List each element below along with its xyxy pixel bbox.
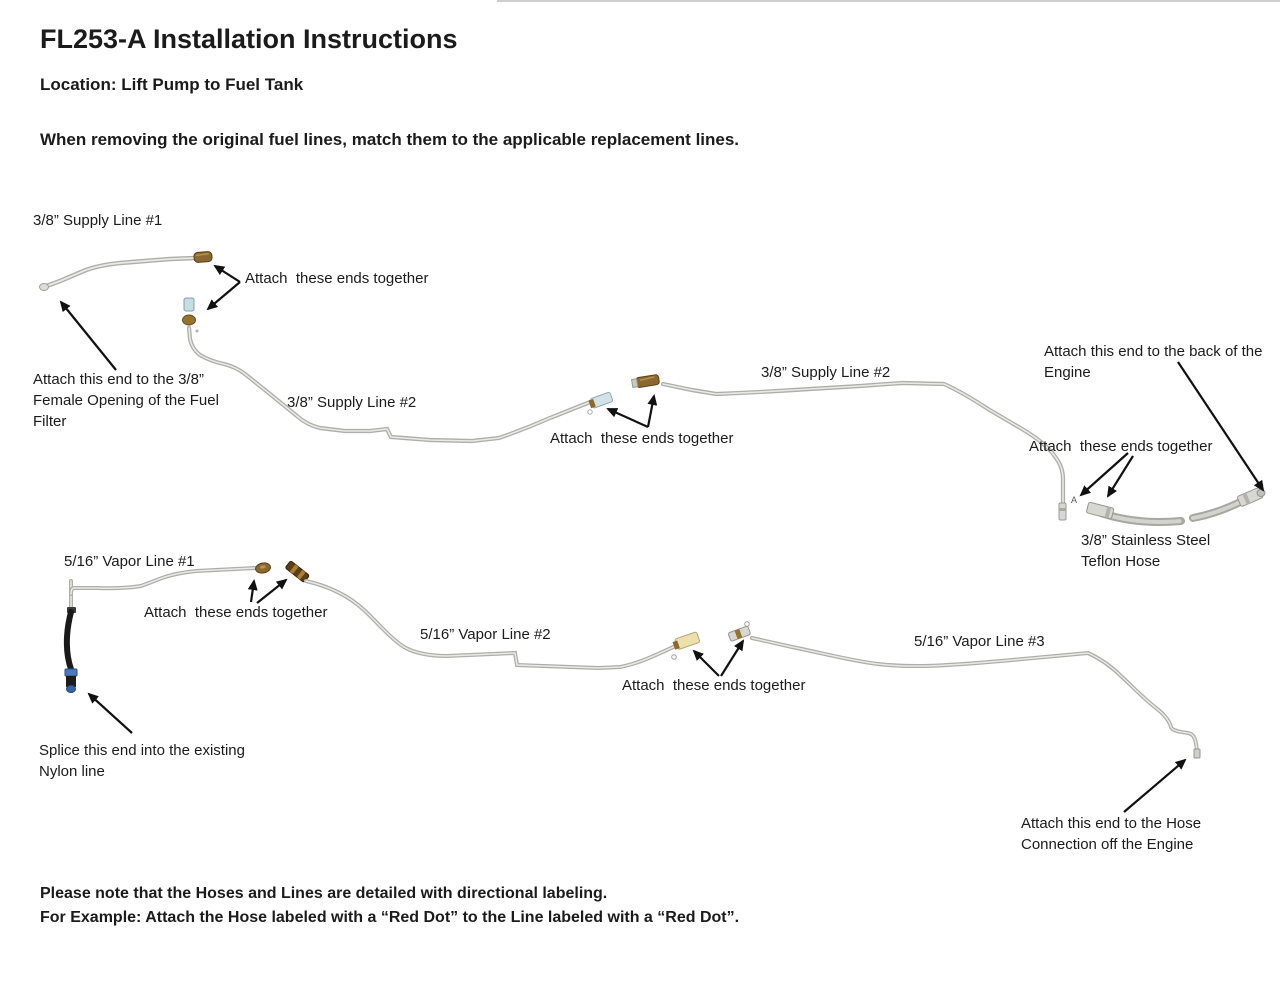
hose-end-fitting — [1086, 501, 1115, 520]
instruction-text: When removing the original fuel lines, m… — [40, 130, 740, 149]
annotation-arrows — [59, 264, 1265, 813]
annotation-arrow — [59, 300, 117, 371]
tube-nut-fitting — [728, 625, 751, 642]
label-attach-ends-vapor1: Attach these ends together — [144, 604, 328, 621]
annotation-arrow — [646, 394, 658, 428]
blue-fitting — [183, 297, 195, 312]
tube-end-fitting — [1058, 502, 1067, 521]
label-splice-nylon: Splice this end into the existing Nylon … — [39, 742, 250, 780]
stainless-teflon-hose — [1086, 487, 1266, 526]
vapor-line-2 — [285, 560, 700, 671]
annotation-arrow — [1106, 455, 1134, 498]
label-attach-ends-top: Attach these ends together — [245, 270, 429, 287]
label-attach-ends-mid: Attach these ends together — [550, 430, 734, 447]
rubber-hose-section — [63, 609, 74, 672]
label-vapor-line-1: 5/16” Vapor Line #1 — [64, 553, 195, 570]
fitting-band — [1059, 508, 1066, 511]
directional-dot — [587, 409, 593, 415]
tube-end-cap — [39, 283, 49, 291]
annotation-arrow — [606, 407, 649, 429]
union-fitting — [285, 560, 310, 583]
cream-fitting — [672, 631, 700, 650]
directional-dot — [744, 621, 750, 627]
hose-tip — [1256, 489, 1266, 497]
label-attach-hose-connection: Attach this end to the Hose Connection o… — [1021, 815, 1206, 853]
annotation-arrow — [1177, 361, 1265, 492]
location-subtitle: Location: Lift Pump to Fuel Tank — [40, 75, 304, 94]
label-attach-engine-back: Attach this end to the back of the Engin… — [1044, 343, 1267, 381]
label-vapor-line-2: 5/16” Vapor Line #2 — [420, 626, 551, 643]
label-attach-ends-vapor2: Attach these ends together — [622, 677, 806, 694]
supply-line-1 — [39, 251, 213, 291]
annotation-arrow — [213, 264, 241, 283]
page-title: FL253-A Installation Instructions — [40, 24, 458, 54]
annotation-arrow — [720, 639, 745, 677]
tube-end-fitting — [1193, 748, 1201, 759]
annotation-arrow — [247, 579, 258, 603]
brass-fitting — [630, 374, 660, 389]
label-supply-line-2-left: 3/8” Supply Line #2 — [287, 394, 417, 411]
top-rule-divider — [497, 0, 1280, 2]
supply-line-2-rear — [630, 374, 1067, 521]
annotation-arrow — [692, 649, 720, 677]
tube-nut-fitting — [588, 391, 614, 409]
brass-fitting — [182, 314, 196, 326]
label-attach-fuel-filter: Attach this end to the 3/8” Female Openi… — [33, 371, 224, 430]
label-supply-line-2-right: 3/8” Supply Line #2 — [761, 364, 891, 381]
annotation-arrow — [1079, 452, 1129, 497]
vapor-line-3 — [728, 621, 1201, 759]
brass-fitting — [193, 251, 213, 263]
note-red-dot-example: For Example: Attach the Hose labeled wit… — [40, 909, 740, 926]
directional-dot — [195, 329, 199, 333]
annotation-arrow — [256, 578, 288, 604]
label-supply-line-1: 3/8” Supply Line #1 — [33, 212, 163, 229]
note-directional-labeling: Please note that the Hoses and Lines are… — [40, 885, 608, 902]
vapor-line-1 — [63, 562, 271, 693]
label-vapor-line-3: 5/16” Vapor Line #3 — [914, 633, 1045, 650]
splice-fitting — [64, 668, 78, 693]
annotation-arrow — [206, 281, 241, 311]
annotation-arrow — [1123, 758, 1187, 813]
brass-fitting — [255, 562, 271, 574]
annotation-arrow — [87, 692, 133, 734]
directional-dot — [671, 654, 677, 660]
label-stainless-hose: 3/8” Stainless Steel Teflon Hose — [1081, 532, 1215, 570]
label-attach-ends-hose: Attach these ends together — [1029, 438, 1213, 455]
supply-line-2-front — [182, 297, 614, 444]
label-marker-a: A — [1071, 495, 1078, 505]
